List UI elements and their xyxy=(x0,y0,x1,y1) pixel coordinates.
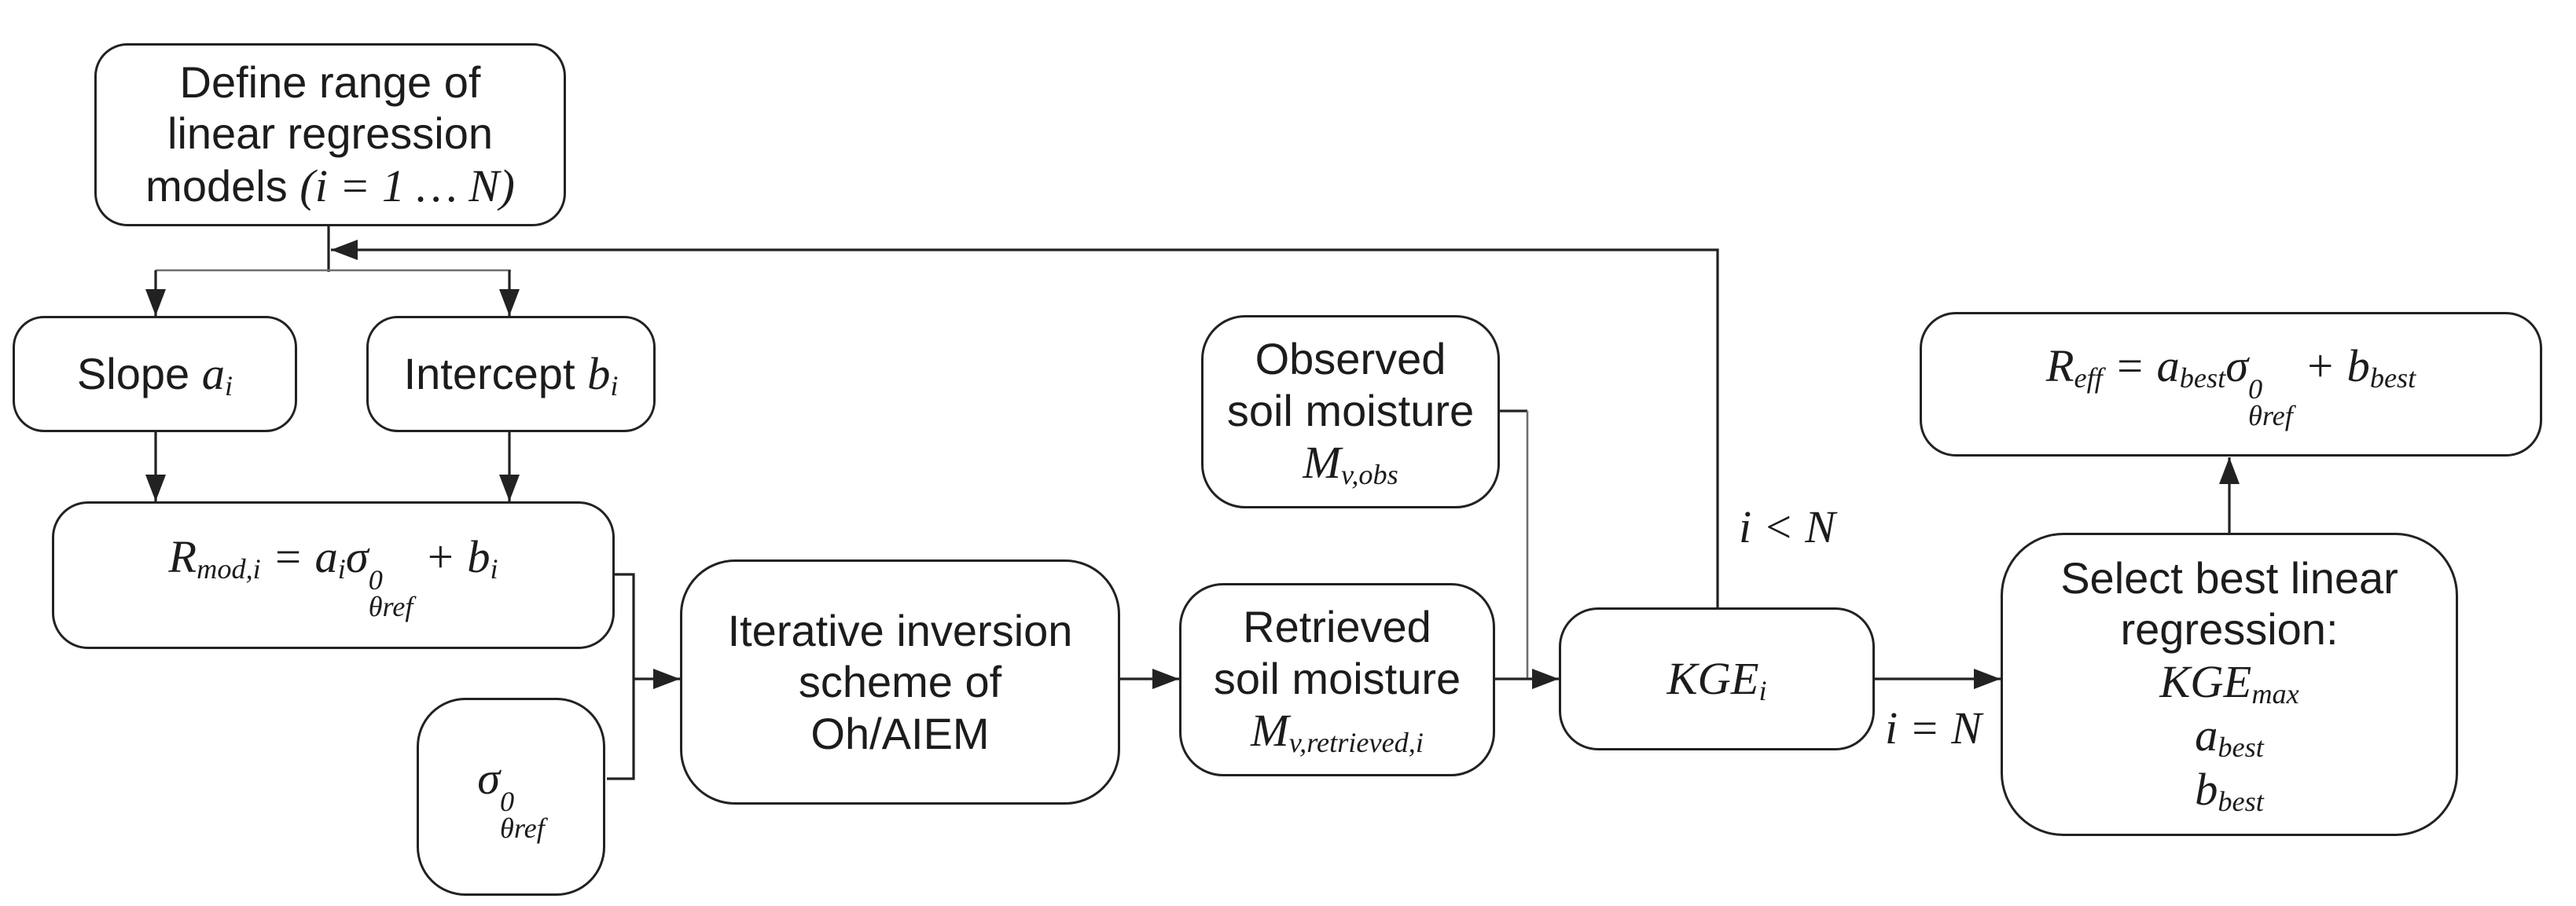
edge-slope-to-rmod xyxy=(145,432,166,501)
arrowhead-right-icon xyxy=(1974,669,2001,689)
node-text-line: abest xyxy=(2195,709,2264,762)
plain-text: scheme of xyxy=(798,657,1002,707)
node-text-line: linear regression xyxy=(167,108,493,160)
node-text-line: bbest xyxy=(2195,763,2264,816)
label-loop-condition: i < N xyxy=(1739,501,1836,552)
math-text: ai xyxy=(201,347,233,402)
node-text-line: Select best linear xyxy=(2060,552,2398,604)
node-text-line: Slope ai xyxy=(77,347,233,401)
plain-text: models xyxy=(145,160,300,211)
arrowhead-up-icon xyxy=(2219,457,2240,484)
math-text: Mv,obs xyxy=(1303,437,1398,491)
plain-text: soil moisture xyxy=(1213,653,1461,703)
node-text-line: Intercept bi xyxy=(404,347,619,401)
node-text-line: Retrieved xyxy=(1243,601,1431,653)
math-text: KGEmax xyxy=(2159,655,2299,710)
plain-text: Slope xyxy=(76,348,202,398)
node-text-line: KGEi xyxy=(1666,652,1766,706)
edge-select-to-reff xyxy=(2219,457,2240,533)
arrowhead-down-icon xyxy=(499,289,520,316)
node-text-line: Oh/AIEM xyxy=(810,708,989,760)
node-text-line: KGEmax xyxy=(2159,655,2299,709)
math-text: Mv,retrieved,i xyxy=(1251,705,1424,759)
node-text-line: soil moisture xyxy=(1227,385,1474,437)
edge-split-to-slope xyxy=(145,270,166,316)
node-text-line: Iterative inversion xyxy=(728,605,1073,657)
arrowhead-right-icon xyxy=(653,669,680,689)
arrowhead-right-icon xyxy=(1152,669,1179,689)
arrowhead-down-icon xyxy=(145,289,166,316)
plain-text: Define range of xyxy=(179,57,481,107)
plain-text: Iterative inversion xyxy=(727,605,1073,655)
plain-text: linear regression xyxy=(167,108,493,159)
arrowhead-right-icon xyxy=(1532,669,1559,689)
plain-text: Retrieved xyxy=(1243,602,1431,652)
plain-text: Intercept xyxy=(403,348,588,398)
plain-text: Select best linear xyxy=(2060,552,2398,603)
plain-text: regression: xyxy=(2120,604,2339,655)
math-text: KGEi xyxy=(1666,652,1767,706)
math-text: bbest xyxy=(2195,763,2264,817)
arrowhead-down-icon xyxy=(499,475,520,501)
edge-split-to-intercept xyxy=(499,270,520,316)
plain-text: Oh/AIEM xyxy=(810,708,990,758)
arrowhead-left-icon xyxy=(331,240,358,260)
edge-rmod-sigma-junction xyxy=(607,573,635,780)
node-text-line: regression: xyxy=(2120,603,2338,655)
edge-inversion-to-retrieved xyxy=(1120,669,1179,689)
math-text: abest xyxy=(2195,710,2264,764)
node-text-line: models (i = 1 … N) xyxy=(145,160,515,213)
node-intercept: Intercept bi xyxy=(366,316,656,432)
node-slope: Slope ai xyxy=(13,316,297,432)
math-text: bi xyxy=(587,347,619,402)
edge-junction-to-inversion xyxy=(634,669,680,689)
node-text-line: Mv,obs xyxy=(1303,436,1398,490)
arrowhead-down-icon xyxy=(145,475,166,501)
label-final-condition: i = N xyxy=(1885,702,1982,754)
plain-text: soil moisture xyxy=(1226,385,1475,435)
edge-kge-loop-feedback xyxy=(331,240,1719,607)
node-kge: KGEi xyxy=(1559,607,1875,750)
node-text-line: Define range of xyxy=(180,57,481,108)
math-text: (i = 1 … N) xyxy=(299,160,515,211)
node-text-line: soil moisture xyxy=(1214,653,1461,705)
plain-text: Observed xyxy=(1255,334,1446,384)
edge-intercept-to-rmod xyxy=(499,432,520,501)
node-text-line: Mv,retrieved,i xyxy=(1251,704,1424,757)
edge-kge-to-select xyxy=(1875,669,2001,689)
edge-retrieved-to-kge xyxy=(1495,669,1559,689)
node-text-line: Observed xyxy=(1255,333,1446,385)
node-text-line: scheme of xyxy=(799,656,1001,708)
